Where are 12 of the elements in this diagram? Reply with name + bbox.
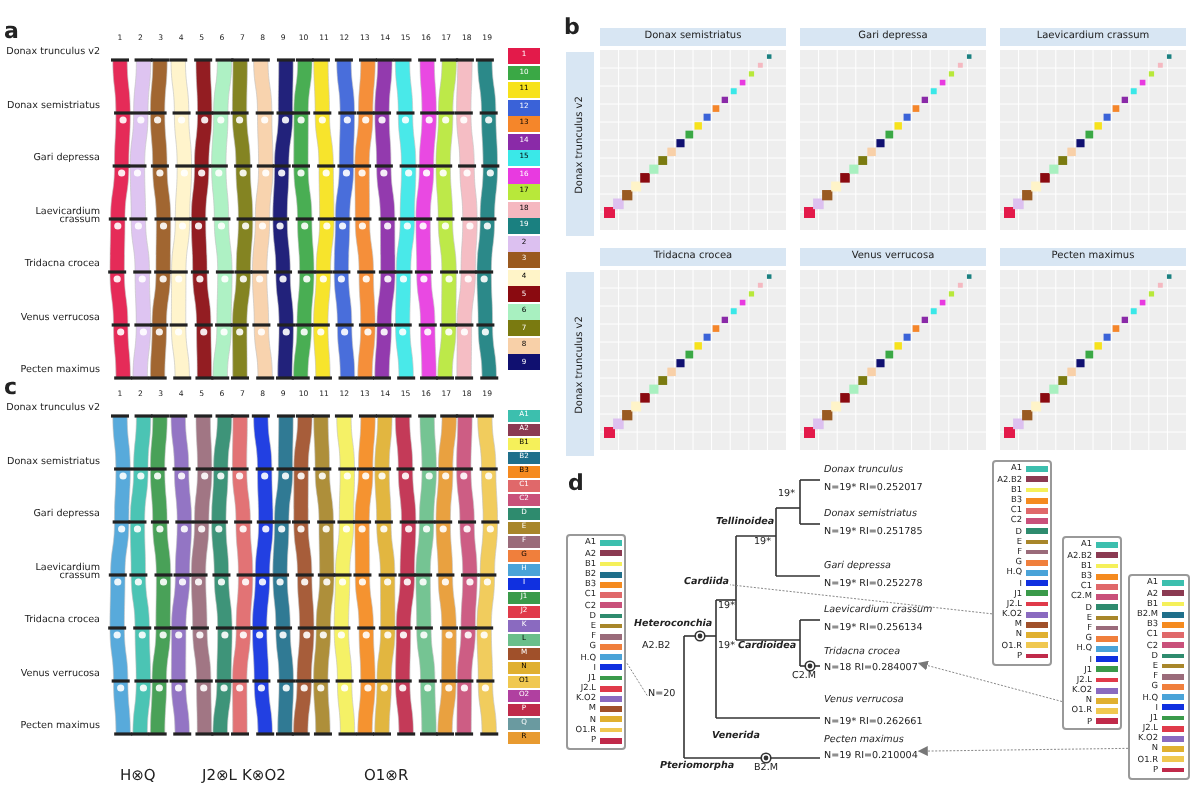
leader-line xyxy=(626,662,649,698)
leader-line xyxy=(729,584,993,615)
panel-letter: b xyxy=(564,16,580,38)
leader-line xyxy=(917,660,1063,703)
legend-box xyxy=(992,460,1052,666)
panel-letter: d xyxy=(568,472,584,494)
legend-box xyxy=(1128,574,1190,780)
legend-box xyxy=(1062,536,1122,731)
panel-letter: c xyxy=(4,376,18,398)
leader-line xyxy=(917,746,1129,757)
panel-letter: a xyxy=(4,20,19,42)
legend-box xyxy=(566,534,626,750)
